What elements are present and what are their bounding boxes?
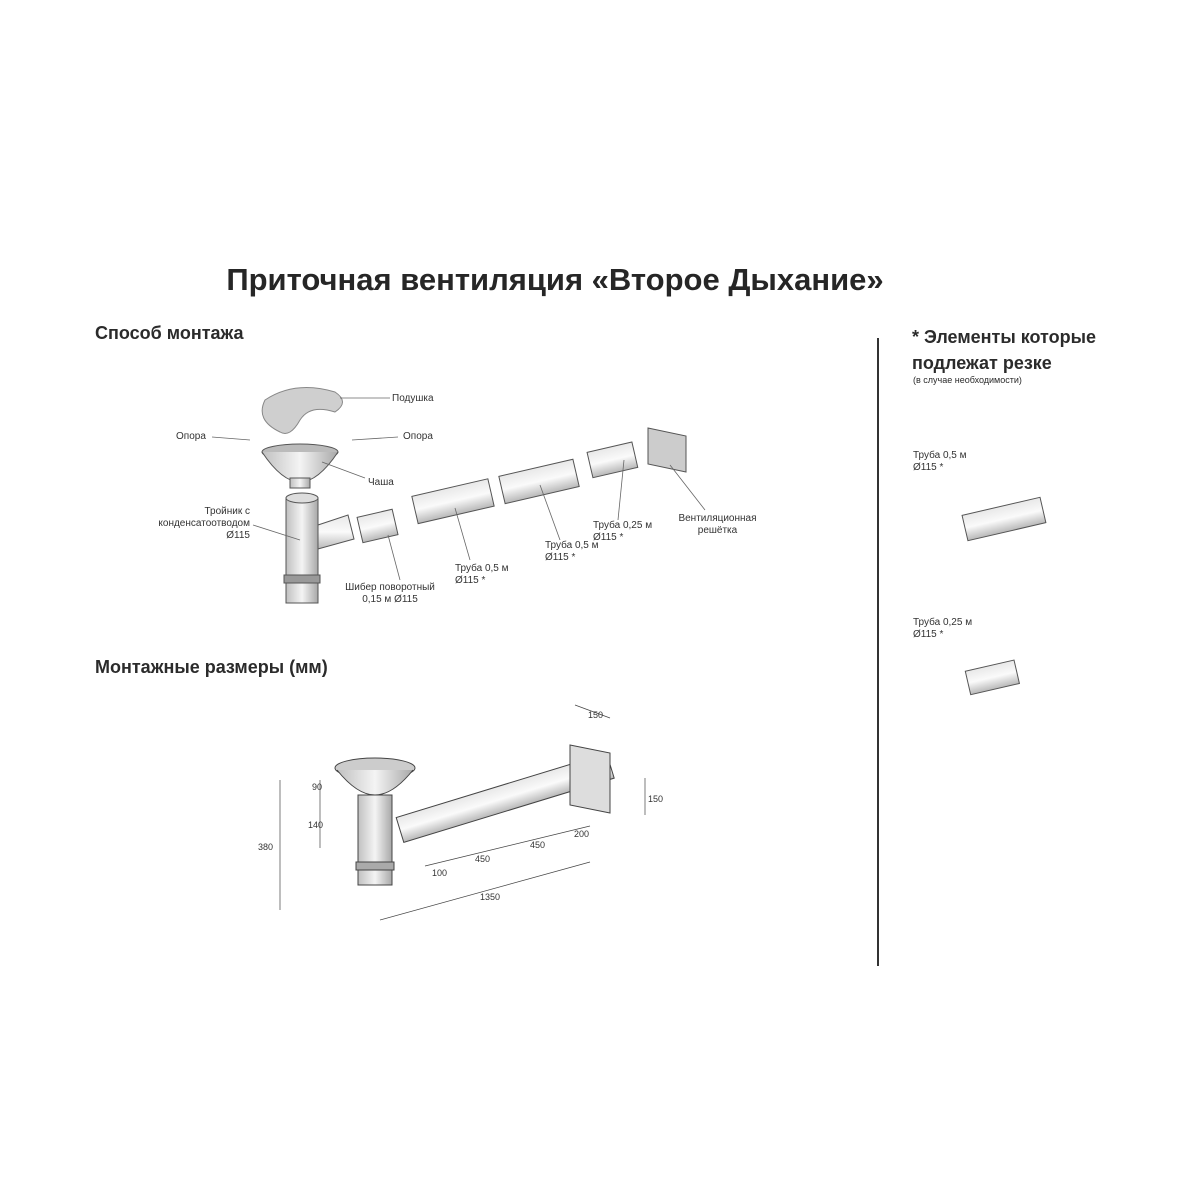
side-note: (в случае необходимости) <box>913 375 1022 385</box>
label-support-right: Опора <box>403 431 433 442</box>
dim-380: 380 <box>258 842 273 852</box>
dims-drawing <box>334 744 615 886</box>
label-support-left: Опора <box>176 431 206 442</box>
side-item-pipe-05: Труба 0,5 м Ø115 * <box>913 450 967 473</box>
side-heading: * Элементы которые подлежат резке <box>912 327 1096 373</box>
label-grille: Вентиляционная решётка <box>678 513 757 536</box>
divider <box>877 338 879 966</box>
side-pipe-05-icon <box>961 496 1047 542</box>
dim-140: 140 <box>308 820 323 830</box>
mount-heading: Способ монтажа <box>95 323 244 343</box>
label-pipe-1: Труба 0,5 м Ø115 * <box>455 563 509 586</box>
dims-heading: Монтажные размеры (мм) <box>95 657 328 677</box>
pillow-icon <box>261 387 343 434</box>
leader-lines <box>211 397 706 581</box>
dim-90: 90 <box>312 782 322 792</box>
side-item-pipe-025: Труба 0,25 м Ø115 * <box>913 617 973 640</box>
label-pillow: Подушка <box>392 393 434 404</box>
bowl-icon <box>261 443 339 489</box>
dim-450-a: 450 <box>475 854 490 864</box>
dim-150-width: 150 <box>588 710 603 720</box>
grille-icon <box>647 427 687 473</box>
label-tee: Тройник с конденсатоотводом Ø115 <box>158 506 250 541</box>
dim-100: 100 <box>432 868 447 878</box>
label-damper: Шибер поворотный 0,15 м Ø115 <box>345 582 435 605</box>
dim-1350: 1350 <box>480 892 500 902</box>
dim-150-height: 150 <box>648 794 663 804</box>
side-pipe-025-icon <box>964 659 1021 696</box>
dim-450-b: 450 <box>530 840 545 850</box>
label-pipe-2: Труба 0,5 м Ø115 * <box>545 540 599 563</box>
page-title: Приточная вентиляция «Второе Дыхание» <box>226 262 884 297</box>
tee-icon <box>283 492 355 604</box>
label-bowl: Чаша <box>368 477 394 488</box>
dim-200: 200 <box>574 829 589 839</box>
dimension-lines <box>279 704 646 921</box>
pipes-icon <box>356 441 639 544</box>
label-pipe-3: Труба 0,25 м Ø115 * <box>593 520 653 543</box>
